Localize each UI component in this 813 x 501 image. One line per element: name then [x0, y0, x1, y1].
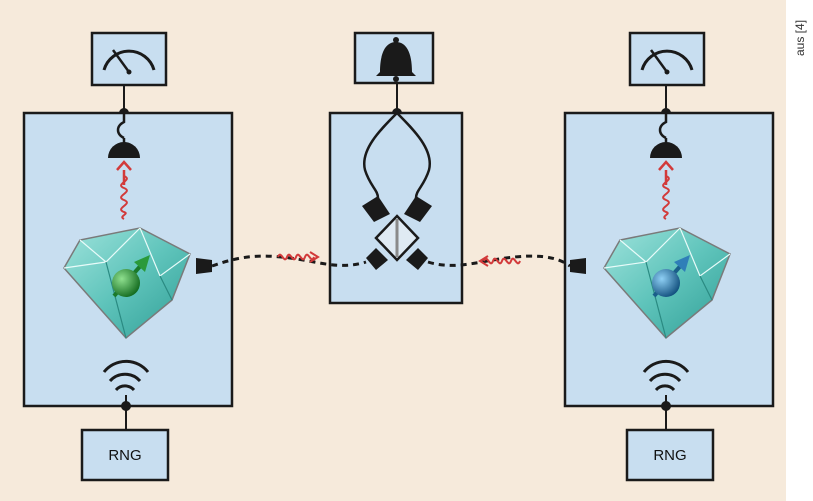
rng-box	[80, 428, 170, 482]
fiber-connector-icon	[406, 248, 428, 270]
source-caption: aus [4]	[793, 19, 807, 57]
fiber-link-left	[211, 254, 367, 268]
photon-wave-icon	[277, 251, 320, 263]
meter-icon	[628, 31, 706, 87]
rng-label: RNG	[108, 447, 141, 464]
detector-icon	[108, 142, 140, 158]
spin-icon	[112, 255, 150, 298]
node-box	[328, 111, 464, 305]
fiber-link-right	[427, 254, 571, 268]
detector-icon	[404, 196, 432, 222]
bell-icon	[353, 31, 435, 85]
meter-icon	[90, 31, 168, 87]
photon-wave-icon	[478, 255, 521, 267]
rng-label: RNG	[653, 447, 686, 464]
signal-wire	[396, 112, 432, 199]
junction-dot	[661, 401, 671, 411]
antenna-icon	[102, 359, 150, 392]
detector-icon	[650, 142, 682, 158]
antenna-icon	[642, 359, 690, 392]
left-node: RNG	[22, 31, 234, 482]
fiber-connector-icon	[366, 248, 388, 270]
right-node: RNG	[563, 31, 775, 482]
fiber-connector-icon	[196, 258, 212, 274]
fiber-connector-icon	[570, 258, 586, 274]
detector-icon	[362, 196, 390, 222]
signal-wire	[362, 112, 398, 199]
center-node	[328, 31, 464, 305]
junction-dot	[121, 401, 131, 411]
beam-splitter-icon	[374, 214, 420, 262]
spin-icon	[652, 255, 690, 298]
rng-box	[625, 428, 715, 482]
photon-wave-icon	[658, 160, 674, 220]
signal-wire	[116, 113, 126, 140]
photon-wave-icon	[116, 160, 132, 220]
signal-wire	[658, 113, 668, 140]
